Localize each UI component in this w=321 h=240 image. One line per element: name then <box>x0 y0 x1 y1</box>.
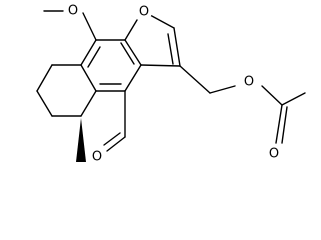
bond-c8a-c4a <box>80 64 97 92</box>
bond-cho-o-double <box>103 132 121 146</box>
bond-c8-c8a <box>80 39 97 66</box>
aldehyde-oxygen-label: O <box>92 150 102 165</box>
bond-c8-c8a-inner <box>87 46 101 68</box>
bond-c4-c3a <box>124 64 142 92</box>
chemical-structure-diagram: O O O O O <box>36 3 306 165</box>
bond-c8-c7 <box>36 90 53 117</box>
bond-acyl-carbonyl-double <box>281 106 288 144</box>
ester-oxygen-label: O <box>244 75 254 90</box>
bond-ch2-o <box>209 85 236 94</box>
bond-o1-c2 <box>149 14 175 29</box>
furan-oxygen-label: O <box>139 5 149 20</box>
bond-c2-c3 <box>173 27 181 67</box>
bond-c2-c3-inner <box>167 33 174 65</box>
bond-c3-ch2 <box>179 65 211 94</box>
furan-oxygen-atom: O <box>136 4 152 20</box>
bond-c3a-c9a <box>124 39 142 66</box>
bond-acyl-methyl <box>281 92 306 106</box>
bond-c6-c4a <box>80 90 97 117</box>
carbonyl-oxygen-atom: O <box>266 146 282 162</box>
methoxy-oxygen-label: O <box>68 4 78 19</box>
bond-c3-c3a <box>140 64 181 67</box>
bond-o-acyl <box>261 85 283 106</box>
bond-c3a-c9a-inner <box>120 42 135 65</box>
stereo-wedge-methyl <box>76 118 86 162</box>
ester-oxygen-atom: O <box>241 74 257 90</box>
bond-c9-c8 <box>36 64 53 92</box>
bond-cho-o <box>106 136 126 152</box>
bond-methoxy-o-ring <box>82 12 97 41</box>
carbonyl-oxygen-label: O <box>269 147 279 162</box>
atom-label-layer: O O O O O <box>65 3 282 165</box>
aldehyde-oxygen-atom: O <box>89 149 105 165</box>
bond-c9a-o1 <box>124 19 138 41</box>
bond-layer <box>36 10 306 152</box>
bond-acyl-carbonyl <box>275 104 283 144</box>
methoxy-oxygen-atom: O <box>65 3 81 19</box>
